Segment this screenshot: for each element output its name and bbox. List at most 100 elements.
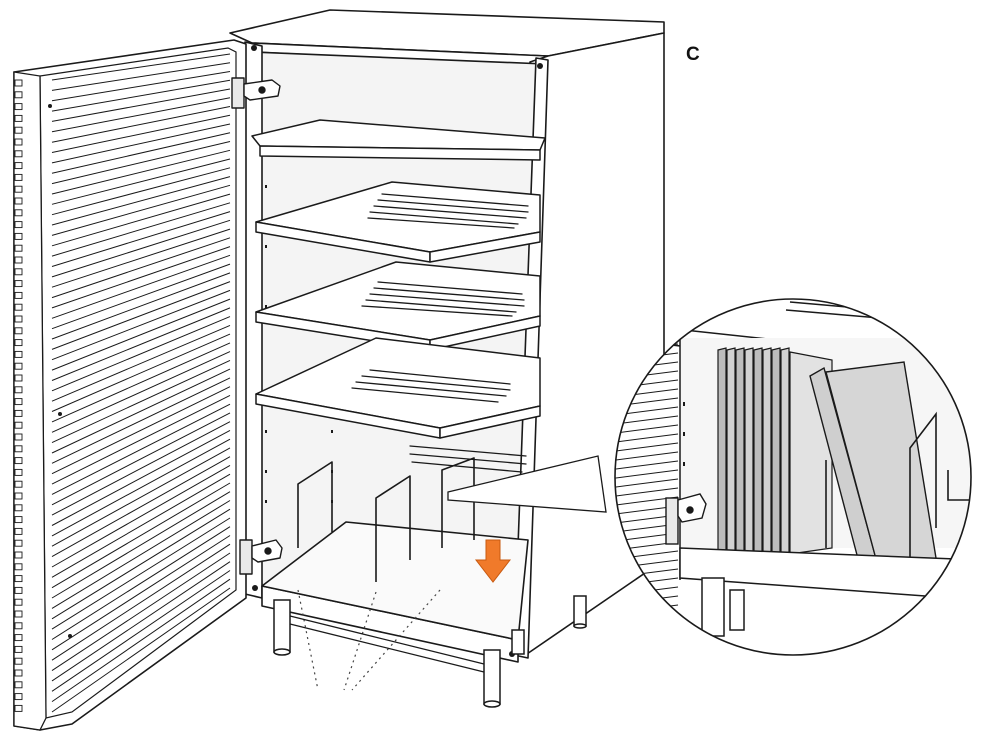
door-edge-tooth [14, 527, 23, 535]
zoom-slat [615, 388, 679, 400]
louver-slat [51, 377, 231, 464]
leg-front-right [483, 649, 501, 705]
zoom-slat [615, 406, 679, 418]
louver-slat [51, 149, 231, 195]
door-edge-tooth [14, 103, 23, 111]
door-edge-tooth [14, 126, 23, 134]
louver-slat [51, 570, 231, 692]
record-sleeve [780, 347, 790, 561]
door-edge-tooth [14, 280, 23, 288]
vent-slots [351, 193, 529, 473]
door-edge-tooth [14, 480, 23, 488]
louver-slat [51, 394, 231, 485]
record-sleeve [762, 347, 772, 561]
door-edge-tooth [14, 445, 23, 453]
louver-slat [51, 587, 231, 713]
louver-slat [51, 561, 231, 682]
louver-slat [51, 438, 231, 537]
door-edge-dots [48, 104, 72, 638]
insert-arrow-icon [474, 539, 512, 583]
zoom-slat [615, 613, 679, 625]
door-edge-tooth [14, 539, 23, 547]
hinges [231, 77, 283, 575]
door-edge-tooth [14, 468, 23, 476]
door-edge-tooth [14, 657, 23, 665]
record-sleeve [771, 347, 781, 561]
louver-slat [51, 176, 231, 226]
zoom-slat [615, 451, 679, 463]
door-edge-tooth [14, 232, 23, 240]
louver-slat [51, 53, 231, 81]
louver-slat [51, 202, 231, 257]
louver-slat [51, 333, 231, 412]
zoom-hinge-icon [665, 493, 707, 545]
louver-slat [51, 167, 231, 216]
louver-slat [51, 429, 231, 526]
louver-slat [51, 211, 231, 267]
louver-slat [51, 97, 231, 133]
louver-slat [51, 289, 231, 361]
door-edge-tooth [14, 256, 23, 264]
callout-wedge [447, 455, 607, 513]
zoom-slat [615, 460, 679, 472]
louver-slat [51, 421, 231, 516]
door-edge-tooth [14, 551, 23, 559]
zoom-slat [615, 496, 679, 508]
zoom-slat [615, 550, 679, 562]
louver-slat [51, 298, 231, 371]
door-edge-tooth [14, 563, 23, 571]
door-edge-tooth [14, 114, 23, 122]
door-edge-tooth [14, 339, 23, 347]
zoom-slat [615, 442, 679, 454]
door-edge-tooth [14, 693, 23, 701]
detail-callout [447, 298, 972, 656]
louver-slat [51, 184, 231, 236]
door-edge-tooth [14, 244, 23, 252]
louver-slat [51, 79, 231, 112]
door-edge-tooth [14, 315, 23, 323]
zoom-slat [615, 622, 679, 634]
door-edge-tooth [14, 91, 23, 99]
louver-slat [51, 386, 231, 475]
louver-slat [51, 543, 231, 661]
louver-slat [51, 464, 231, 568]
zoom-circle-outline [614, 298, 972, 656]
leg-front-left [273, 599, 291, 653]
vent-slots-shelf-3 [361, 281, 525, 317]
base-shelf-top [261, 521, 529, 641]
door-edge-teeth [14, 79, 23, 712]
louver-slat [51, 71, 231, 102]
shelf-4 [255, 337, 541, 439]
louver-slat [51, 552, 231, 672]
divider-2 [375, 475, 411, 582]
louver-slat [51, 578, 231, 703]
zoom-slat [615, 604, 679, 616]
louver-slat [51, 351, 231, 433]
zoom-slat [615, 514, 679, 526]
louver-slat [51, 281, 231, 350]
record-sleeve [744, 347, 754, 561]
hinge-top-icon [231, 77, 281, 109]
record-sleeve [726, 347, 736, 561]
door-louvers [51, 53, 231, 713]
record-sleeve [717, 347, 727, 561]
door-edge-tooth [14, 350, 23, 358]
door-edge-tooth [14, 610, 23, 618]
louver-slat [51, 263, 231, 330]
leg-rails [289, 615, 485, 673]
louver-slat [51, 491, 231, 599]
louver-slat [51, 228, 231, 288]
hinge-bottom-icon [239, 539, 283, 575]
door-edge-tooth [14, 645, 23, 653]
louver-slat [51, 123, 231, 164]
door-edge-tooth [14, 504, 23, 512]
zoom-slat [615, 532, 679, 544]
door-edge-tooth [14, 386, 23, 394]
louver-slat [51, 324, 231, 402]
louver-slat [51, 141, 231, 185]
louver-slat [51, 403, 231, 495]
louver-slat [51, 307, 231, 381]
leg-back-right [573, 595, 587, 627]
louver-slat [51, 88, 231, 122]
